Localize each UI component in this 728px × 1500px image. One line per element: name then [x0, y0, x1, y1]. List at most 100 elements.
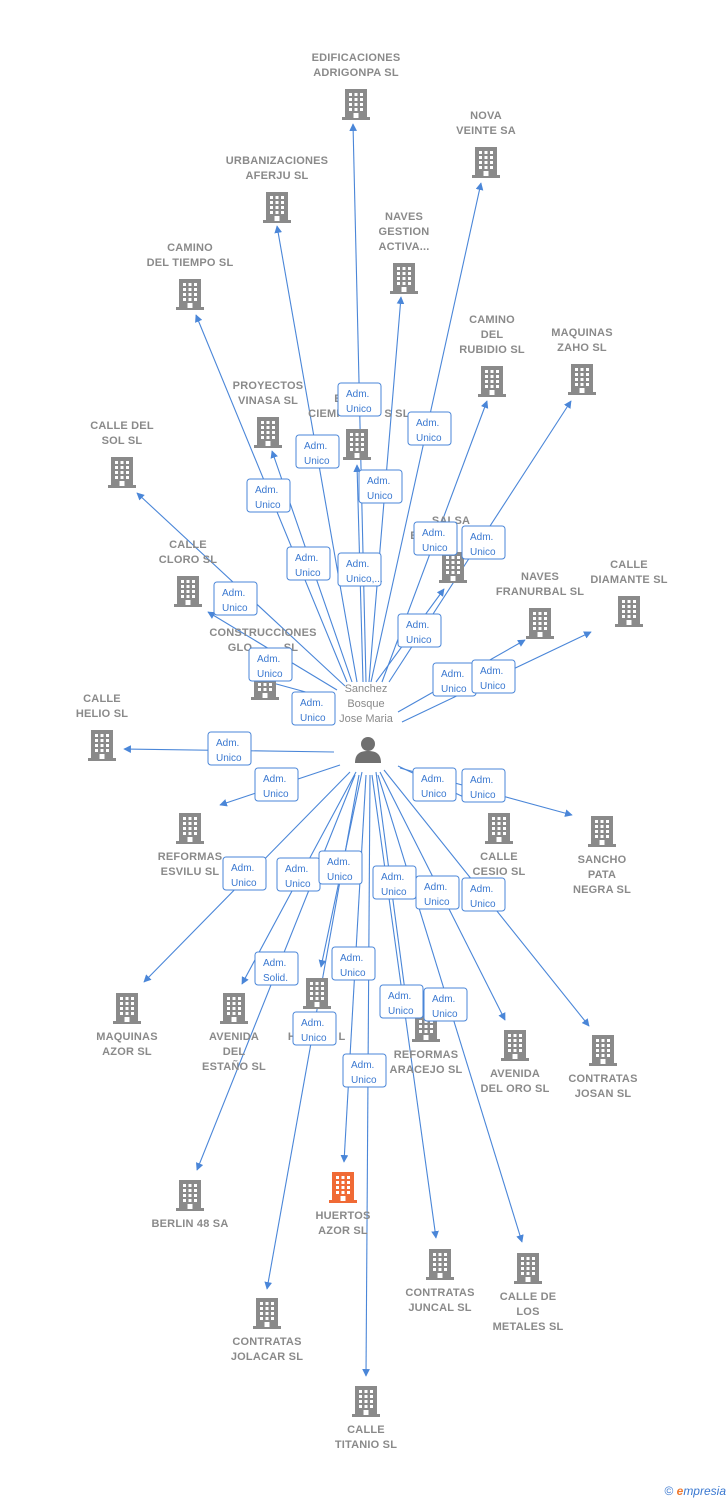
relation-label-line: Adm.	[263, 958, 286, 969]
relation-label-line: Adm.	[346, 559, 369, 570]
relation-label-line: Adm.	[340, 953, 363, 964]
relation-label-line: Adm.	[346, 389, 369, 400]
relation-badge-construcciones[interactable]: Adm.Unico	[291, 691, 336, 726]
relation-label-line: Unico	[432, 1009, 458, 1020]
relation-badge-calle-diamante[interactable]: Adm.Unico	[471, 659, 516, 694]
relation-badge-avenida-estano[interactable]: Adm.Unico	[276, 857, 321, 892]
relation-badge-maquinas-zaho[interactable]: Adm.Unico	[461, 525, 506, 560]
company-name-line: DIAMANTE SL	[590, 574, 667, 586]
relation-label-line: Unico	[441, 684, 467, 695]
company-name-line: FRANURBAL SL	[496, 586, 584, 598]
relation-badge-h-sl[interactable]: Adm.Unico	[318, 850, 363, 885]
company-node-berlin-48[interactable]: BERLIN 48 SA	[152, 1180, 229, 1230]
relation-label-line: Unico	[470, 790, 496, 801]
relation-badge-edificaciones[interactable]: Adm.Unico	[337, 382, 382, 417]
relation-badge-maquinas-azor[interactable]: Adm.Unico	[222, 856, 267, 891]
relation-badge-calle-cloro[interactable]: Adm.Unico	[248, 647, 293, 682]
building-icon	[589, 1035, 617, 1066]
building-icon	[303, 978, 331, 1009]
relation-label-line: Unico	[304, 456, 330, 467]
company-name-line: VINASA SL	[238, 395, 298, 407]
company-name-line: ZAHO SL	[557, 342, 607, 354]
relation-badge-naves-gestion[interactable]: Adm.Unico	[358, 469, 403, 504]
company-name-line: CALLE	[83, 693, 121, 705]
company-name-line: NAVES	[385, 211, 423, 223]
relation-label-line: Unico	[216, 753, 242, 764]
company-name-line: PROYECTOS	[233, 380, 304, 392]
relation-label-line: Unico	[257, 669, 283, 680]
company-name-line: MAQUINAS	[96, 1031, 158, 1043]
company-name-line: CESIO SL	[473, 866, 526, 878]
relation-badge-nova-veinte[interactable]: Adm.Unico	[407, 411, 452, 446]
relation-label-line: Unico	[388, 1006, 414, 1017]
company-name-line: JOLACAR SL	[231, 1351, 303, 1363]
relation-badge-calle-cesio[interactable]: Adm.Unico	[412, 767, 457, 802]
relation-badge-contratas-josan[interactable]: Adm.Unico	[461, 877, 506, 912]
building-icon	[176, 813, 204, 844]
relation-label-line: Unico	[340, 968, 366, 979]
company-node-naves-gestion[interactable]: NAVESGESTIONACTIVA...	[378, 211, 429, 294]
relation-badge-sancho-pata[interactable]: Adm. Unico	[461, 768, 506, 803]
company-name-line: CIEMP	[308, 408, 344, 420]
building-icon	[588, 816, 616, 847]
relation-badge-camino-tiempo[interactable]: Adm.Unico	[246, 478, 291, 513]
brand-initial: e	[676, 1484, 684, 1498]
relation-badge-ciempozuelos[interactable]: Adm. Unico,...	[337, 552, 383, 587]
relation-badge-reformas-aracejo[interactable]: Adm.Unico	[372, 865, 417, 900]
relation-badge-urbanizaciones[interactable]: Adm.Unico	[295, 434, 340, 469]
building-icon	[113, 993, 141, 1024]
relation-label-line: Adm.	[470, 775, 493, 786]
relation-badge-proyectos-vinasa[interactable]: Adm.Unico	[286, 546, 331, 581]
relation-badge-naves-franurbal[interactable]: Adm.Unico	[432, 662, 477, 697]
relation-badge-camino-rubidio[interactable]: Adm.Unico	[413, 521, 458, 556]
company-node-maquinas-zaho[interactable]: MAQUINAS ZAHO SL	[551, 327, 613, 395]
relation-label-line: Unico,...	[346, 574, 383, 585]
relation-badge-contratas-jolacar[interactable]: Adm.Unico	[292, 1011, 337, 1046]
relation-badge-calle-helio[interactable]: Adm.Unico	[207, 731, 252, 766]
relation-label-line: Adm.	[255, 485, 278, 496]
relation-label-line: Adm.	[480, 666, 503, 677]
relation-badge-avenida-oro[interactable]: Adm.Unico	[415, 875, 460, 910]
relation-badge-calle-titanio[interactable]: Adm.Unico	[342, 1053, 387, 1088]
company-name-line: CAMINO	[469, 314, 515, 326]
relation-badge-calle-sol[interactable]: Adm.Unico	[213, 581, 258, 616]
relation-badge-berlin-48[interactable]: Adm.Solid.	[254, 951, 299, 986]
relation-badge-huertos-azor[interactable]: Adm. Unico	[331, 946, 376, 981]
company-node-proyectos-vinasa[interactable]: PROYECTOS VINASA SL	[233, 380, 304, 448]
company-name-line: GLO	[228, 642, 253, 654]
relation-badge-reformas-esvilu[interactable]: Adm.Unico	[254, 767, 299, 802]
company-name-line: DEL	[481, 329, 504, 341]
company-name-line: ACTIVA...	[378, 241, 429, 253]
company-name-line: ARACEJO SL	[390, 1064, 463, 1076]
relation-badge-calle-metales[interactable]: Adm.Unico	[423, 987, 468, 1022]
company-name-line: MAQUINAS	[551, 327, 613, 339]
company-name-line: CONSTRUCCIONES	[209, 627, 316, 639]
relation-badge-contratas-juncal[interactable]: Adm.Unico	[379, 984, 424, 1019]
relation-badge-salsa[interactable]: Adm.Unico	[397, 613, 442, 648]
